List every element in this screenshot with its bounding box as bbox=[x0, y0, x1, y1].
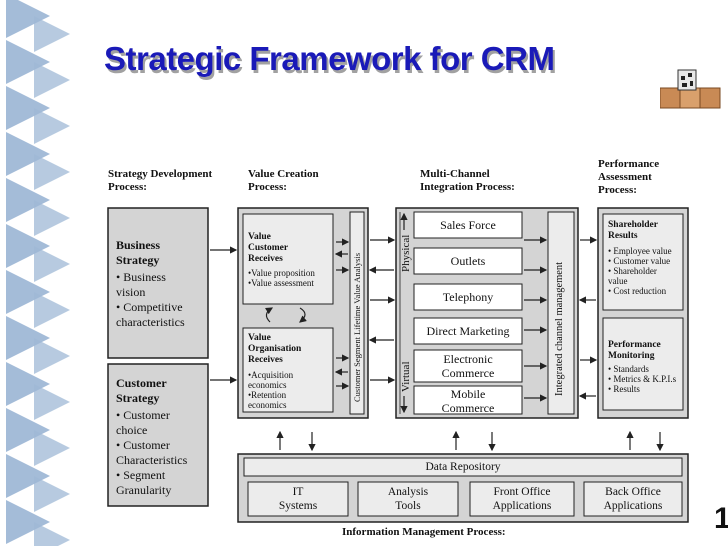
decorative-triangle bbox=[34, 108, 70, 144]
decorative-triangle bbox=[6, 178, 50, 222]
performance-monitoring-items: • Standards • Metrics & K.P.I.s • Result… bbox=[608, 364, 677, 394]
decorative-triangle bbox=[6, 0, 50, 38]
decorative-triangle bbox=[6, 224, 50, 268]
page-title-shadow: Strategic Framework for CRM bbox=[106, 43, 557, 80]
decorative-triangle bbox=[6, 132, 50, 176]
performance-header: Performance Assessment Process: bbox=[598, 158, 660, 196]
decorative-triangle bbox=[34, 430, 70, 466]
decorative-triangle bbox=[34, 292, 70, 328]
physical-label: Physical bbox=[400, 234, 412, 272]
shareholder-results-items: • Employee value • Customer value • Shar… bbox=[608, 246, 672, 296]
value-customer-title: Value Customer Receives bbox=[248, 232, 289, 264]
page-title: Strategic Framework for CRM bbox=[104, 40, 555, 77]
channel-electronic-commerce: Electronic Commerce bbox=[441, 352, 495, 380]
shareholder-results-title: Shareholder Results bbox=[608, 220, 658, 241]
info-it-systems: IT Systems bbox=[278, 486, 318, 512]
performance-monitoring-title: Performance Monitoring bbox=[608, 340, 661, 361]
information-management-header: Information Management Process: bbox=[342, 526, 506, 538]
multichannel-header: Multi-Channel Integration Process: bbox=[420, 168, 515, 193]
decorative-triangle bbox=[34, 476, 70, 512]
value-customer-items: •Value proposition •Value assessment bbox=[248, 268, 315, 288]
customer-strategy-box bbox=[107, 363, 209, 507]
decorative-triangle bbox=[6, 454, 50, 498]
lifetime-value-label: Customer Segment Lifetime Value Analysis bbox=[352, 252, 362, 402]
page-number: 1 bbox=[714, 502, 728, 535]
decorative-triangle bbox=[34, 246, 70, 282]
decorative-triangle bbox=[34, 200, 70, 236]
info-back-office: Back Office Applications bbox=[603, 486, 663, 512]
decorative-triangle bbox=[6, 408, 50, 452]
value-organisation-items: •Acquisition economics •Retention econom… bbox=[248, 370, 294, 410]
channel-outlets: Outlets bbox=[450, 254, 486, 268]
decorative-triangle bbox=[6, 362, 50, 406]
channel-sales-force: Sales Force bbox=[440, 218, 496, 232]
decorative-triangle bbox=[34, 62, 70, 98]
channel-telephony: Telephony bbox=[442, 290, 494, 304]
business-strategy-title: Business Strategy bbox=[116, 238, 161, 267]
puzzle-cube-icon bbox=[660, 69, 721, 109]
decorative-triangle bbox=[34, 522, 70, 546]
integrated-channel-label: Integrated channel management bbox=[554, 261, 565, 396]
decorative-triangle bbox=[34, 338, 70, 374]
customer-strategy-items: • Customer choice • Customer Characteris… bbox=[116, 408, 188, 497]
decorative-triangle bbox=[6, 500, 50, 544]
decorative-triangle bbox=[6, 40, 50, 84]
channel-mobile-commerce: Mobile Commerce bbox=[441, 387, 495, 415]
decorative-triangle bbox=[6, 270, 50, 314]
customer-strategy-title: Customer Strategy bbox=[116, 376, 167, 405]
decorative-triangle bbox=[34, 384, 70, 420]
decorative-triangle bbox=[6, 86, 50, 130]
channel-direct-marketing: Direct Marketing bbox=[426, 324, 510, 338]
info-analysis-tools: Analysis Tools bbox=[387, 486, 429, 512]
decorative-triangle bbox=[34, 154, 70, 190]
strategy-development-header: Strategy Development Process: bbox=[108, 168, 213, 193]
data-repository: Data Repository bbox=[425, 461, 501, 473]
value-organisation-title: Value Organisation Receives bbox=[248, 333, 302, 365]
business-strategy-box bbox=[107, 207, 209, 359]
decorative-triangle bbox=[6, 316, 50, 360]
value-creation-header: Value Creation Process: bbox=[248, 168, 319, 193]
business-strategy-items: • Business vision • Competitive characte… bbox=[116, 270, 185, 329]
virtual-label: Virtual bbox=[400, 361, 412, 393]
info-front-office: Front Office Applications bbox=[492, 486, 552, 512]
decorative-triangle-border bbox=[6, 0, 70, 546]
decorative-triangle bbox=[34, 16, 70, 52]
